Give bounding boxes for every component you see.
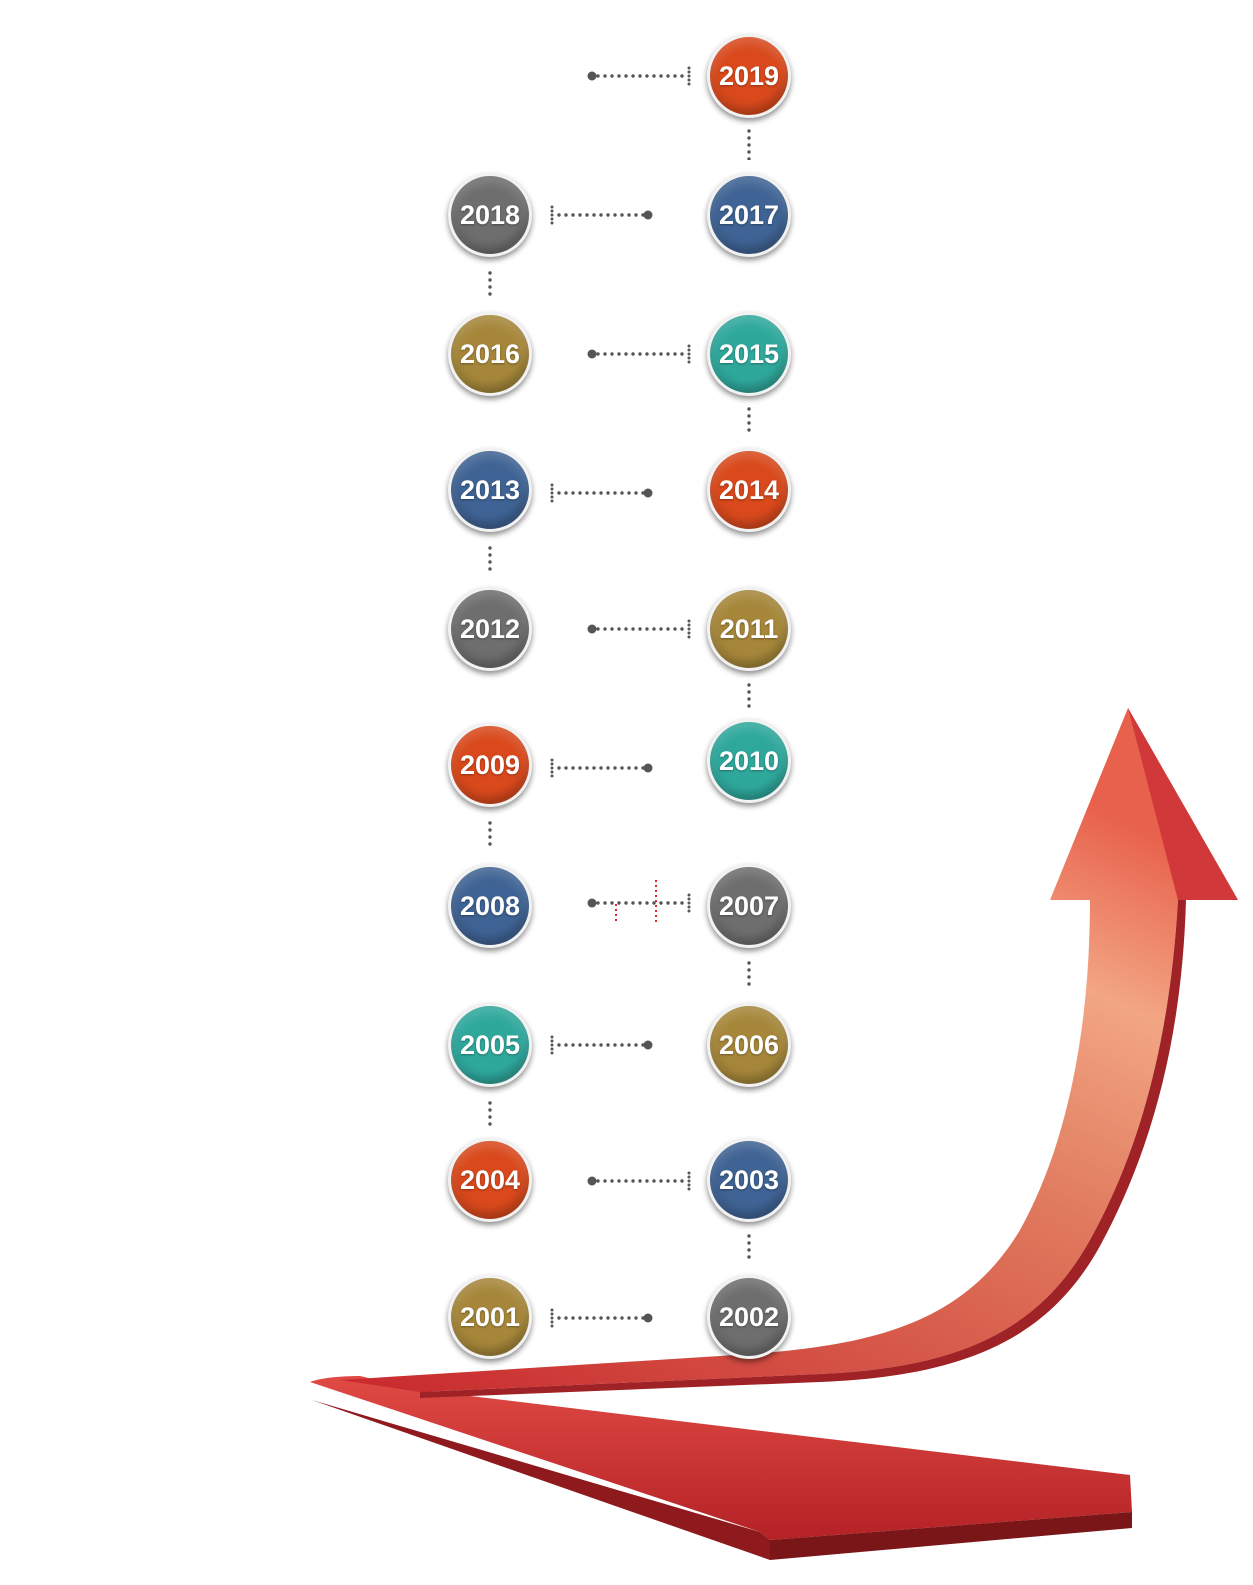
milestone-2002: 2002 xyxy=(707,1275,791,1359)
milestone-2001: 2001 xyxy=(448,1275,532,1359)
milestone-2013: 2013 xyxy=(448,448,532,532)
milestone-2004: 2004 xyxy=(448,1138,532,1222)
milestone-2003: 2003 xyxy=(707,1138,791,1222)
milestone-2006: 2006 xyxy=(707,1003,791,1087)
vertical-connector xyxy=(747,961,751,986)
milestone-2007: 2007 xyxy=(707,864,791,948)
vertical-connector xyxy=(747,1234,751,1259)
horizontal-connector xyxy=(550,483,653,503)
vertical-connector xyxy=(747,407,751,432)
red-accent-marks xyxy=(615,880,657,922)
milestone-2012: 2012 xyxy=(448,587,532,671)
milestone-2008: 2008 xyxy=(448,864,532,948)
vertical-connector xyxy=(488,821,492,846)
horizontal-connector xyxy=(550,205,653,225)
horizontal-connector xyxy=(587,619,691,639)
milestone-2017: 2017 xyxy=(707,173,791,257)
horizontal-connector xyxy=(587,1171,691,1191)
vertical-connector xyxy=(488,546,492,571)
milestone-2011: 2011 xyxy=(707,587,791,671)
milestone-2015: 2015 xyxy=(707,312,791,396)
milestone-2016: 2016 xyxy=(448,312,532,396)
milestone-2009: 2009 xyxy=(448,723,532,807)
horizontal-connector xyxy=(550,758,653,778)
milestone-2019: 2019 xyxy=(707,34,791,118)
horizontal-connector xyxy=(550,1035,653,1055)
vertical-connector xyxy=(488,1101,492,1126)
milestone-2018: 2018 xyxy=(448,173,532,257)
vertical-connector xyxy=(488,271,492,296)
horizontal-connector xyxy=(587,893,691,913)
milestone-2014: 2014 xyxy=(707,448,791,532)
vertical-connector xyxy=(747,129,751,160)
horizontal-connector xyxy=(587,66,691,86)
horizontal-connector xyxy=(587,344,691,364)
vertical-connector xyxy=(747,683,751,708)
milestone-2005: 2005 xyxy=(448,1003,532,1087)
horizontal-connector xyxy=(550,1308,653,1328)
milestone-2010: 2010 xyxy=(707,719,791,803)
